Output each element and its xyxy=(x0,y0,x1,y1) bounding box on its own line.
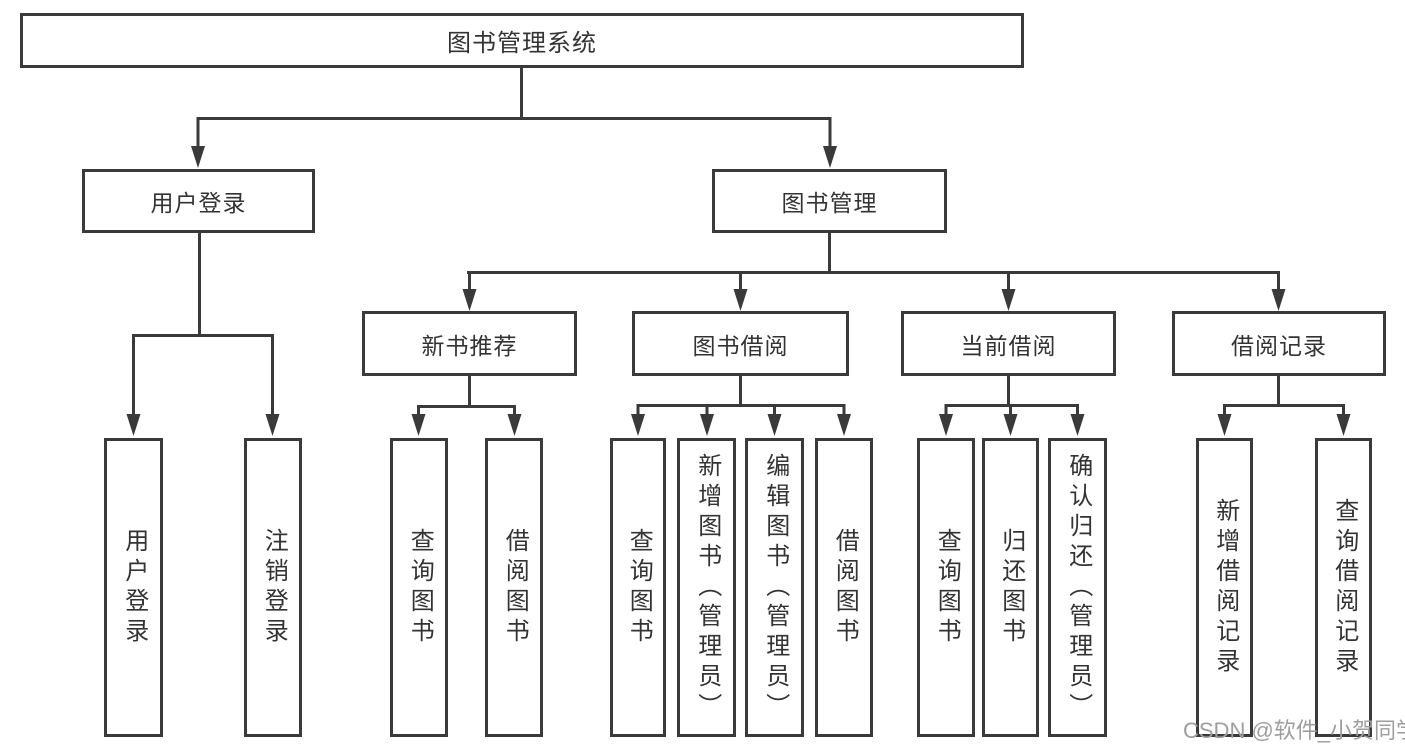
leaf-label: 确认归还（管理员） xyxy=(1064,452,1092,723)
node-user-login: 用户登录 xyxy=(82,169,315,233)
node-label: 当前借阅 xyxy=(960,332,1057,359)
node-label: 图书管理系统 xyxy=(447,30,597,57)
leaf-borrow-books-recommend: 借阅图书 xyxy=(485,438,543,737)
leaf-query-books-recommend: 查询图书 xyxy=(390,438,448,737)
leaf-label: 编辑图书（管理员） xyxy=(761,452,789,723)
connector-book-borrow-children xyxy=(636,375,846,416)
node-label: 图书管理 xyxy=(781,190,878,216)
leaf-query-books-current: 查询图书 xyxy=(917,438,975,737)
leaf-label: 新增图书（管理员） xyxy=(693,452,721,723)
connector-borrow-records-children xyxy=(1223,375,1345,416)
node-label: 图书借阅 xyxy=(692,332,789,359)
leaf-query-books-borrow: 查询图书 xyxy=(610,438,666,737)
leaf-return-books: 归还图书 xyxy=(982,438,1039,737)
leaf-label: 查询图书 xyxy=(406,527,434,648)
connector-book-management-children xyxy=(467,231,1280,290)
leaf-confirm-return-admin: 确认归还（管理员） xyxy=(1048,438,1107,737)
node-label: 借阅记录 xyxy=(1231,332,1327,359)
arrowheads xyxy=(126,146,1351,436)
leaf-label: 查询借阅记录 xyxy=(1330,497,1358,678)
node-label: 新书推荐 xyxy=(421,332,518,359)
node-current-borrow: 当前借阅 xyxy=(901,311,1116,376)
leaf-label: 注销登录 xyxy=(260,527,288,648)
leaf-add-books-admin: 新增图书（管理员） xyxy=(677,438,736,737)
connector-user-login-children xyxy=(132,231,274,415)
leaf-logout-login: 注销登录 xyxy=(244,438,302,737)
leaf-query-borrow-record: 查询借阅记录 xyxy=(1315,438,1372,737)
leaf-label: 查询图书 xyxy=(933,527,961,648)
leaf-edit-books-admin: 编辑图书（管理员） xyxy=(745,438,804,737)
connector-current-borrow-children xyxy=(944,375,1079,416)
connector-new-book-children xyxy=(417,375,516,416)
leaf-user-login: 用户登录 xyxy=(104,438,163,737)
leaf-borrow-books: 借阅图书 xyxy=(815,438,873,737)
leaf-label: 新增借阅记录 xyxy=(1211,497,1239,678)
node-library-management-system: 图书管理系统 xyxy=(20,13,1024,68)
node-label: 用户登录 xyxy=(150,190,247,216)
leaf-label: 查询图书 xyxy=(625,527,653,648)
csdn-watermark: CSDN @软件_小贺同学 xyxy=(1183,718,1405,743)
node-book-management: 图书管理 xyxy=(712,169,947,233)
leaf-label: 借阅图书 xyxy=(831,527,859,648)
leaf-label: 归还图书 xyxy=(997,527,1025,648)
node-new-book-recommend: 新书推荐 xyxy=(362,311,577,376)
leaf-add-borrow-record: 新增借阅记录 xyxy=(1196,438,1253,737)
node-book-borrow: 图书借阅 xyxy=(632,311,849,376)
leaf-label: 用户登录 xyxy=(120,527,148,648)
leaf-label: 借阅图书 xyxy=(501,527,529,648)
connector-root-to-level2 xyxy=(196,66,832,148)
node-borrow-records: 借阅记录 xyxy=(1172,311,1386,376)
